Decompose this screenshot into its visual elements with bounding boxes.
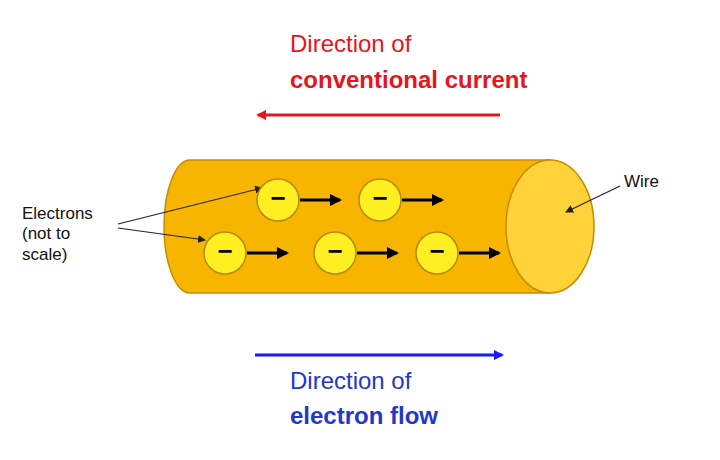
electron-leader-line (118, 188, 262, 224)
wire-leader-line (566, 186, 620, 212)
electron-circle: − (256, 178, 300, 222)
direction-heading: Direction of (290, 30, 411, 59)
charge-sign: − (256, 178, 300, 222)
electron-circle: − (203, 231, 247, 275)
electron-circle: − (358, 178, 402, 222)
flow-name: electron flow (290, 402, 438, 431)
current-name: conventional current (290, 66, 527, 95)
electron-leader-line (118, 228, 205, 240)
electron-motion-arrow (300, 199, 340, 202)
wire-body (164, 160, 550, 293)
electron-motion-arrow (247, 252, 287, 255)
electron-circle: − (313, 231, 357, 275)
charge-sign: − (415, 231, 459, 275)
electron-circle: − (415, 231, 459, 275)
electron-motion-arrow (402, 199, 442, 202)
part-label: Electrons (not to scale) (22, 204, 118, 265)
conventional-current-arrow (258, 114, 500, 117)
electron-flow-arrow (255, 354, 502, 357)
charge-sign: − (313, 231, 357, 275)
wire-end (506, 160, 594, 293)
charge-sign: − (358, 178, 402, 222)
direction-heading: Direction of (290, 367, 411, 396)
electron-motion-arrow (459, 252, 499, 255)
charge-sign: − (203, 231, 247, 275)
part-label: Wire (624, 172, 659, 192)
electron-motion-arrow (357, 252, 397, 255)
